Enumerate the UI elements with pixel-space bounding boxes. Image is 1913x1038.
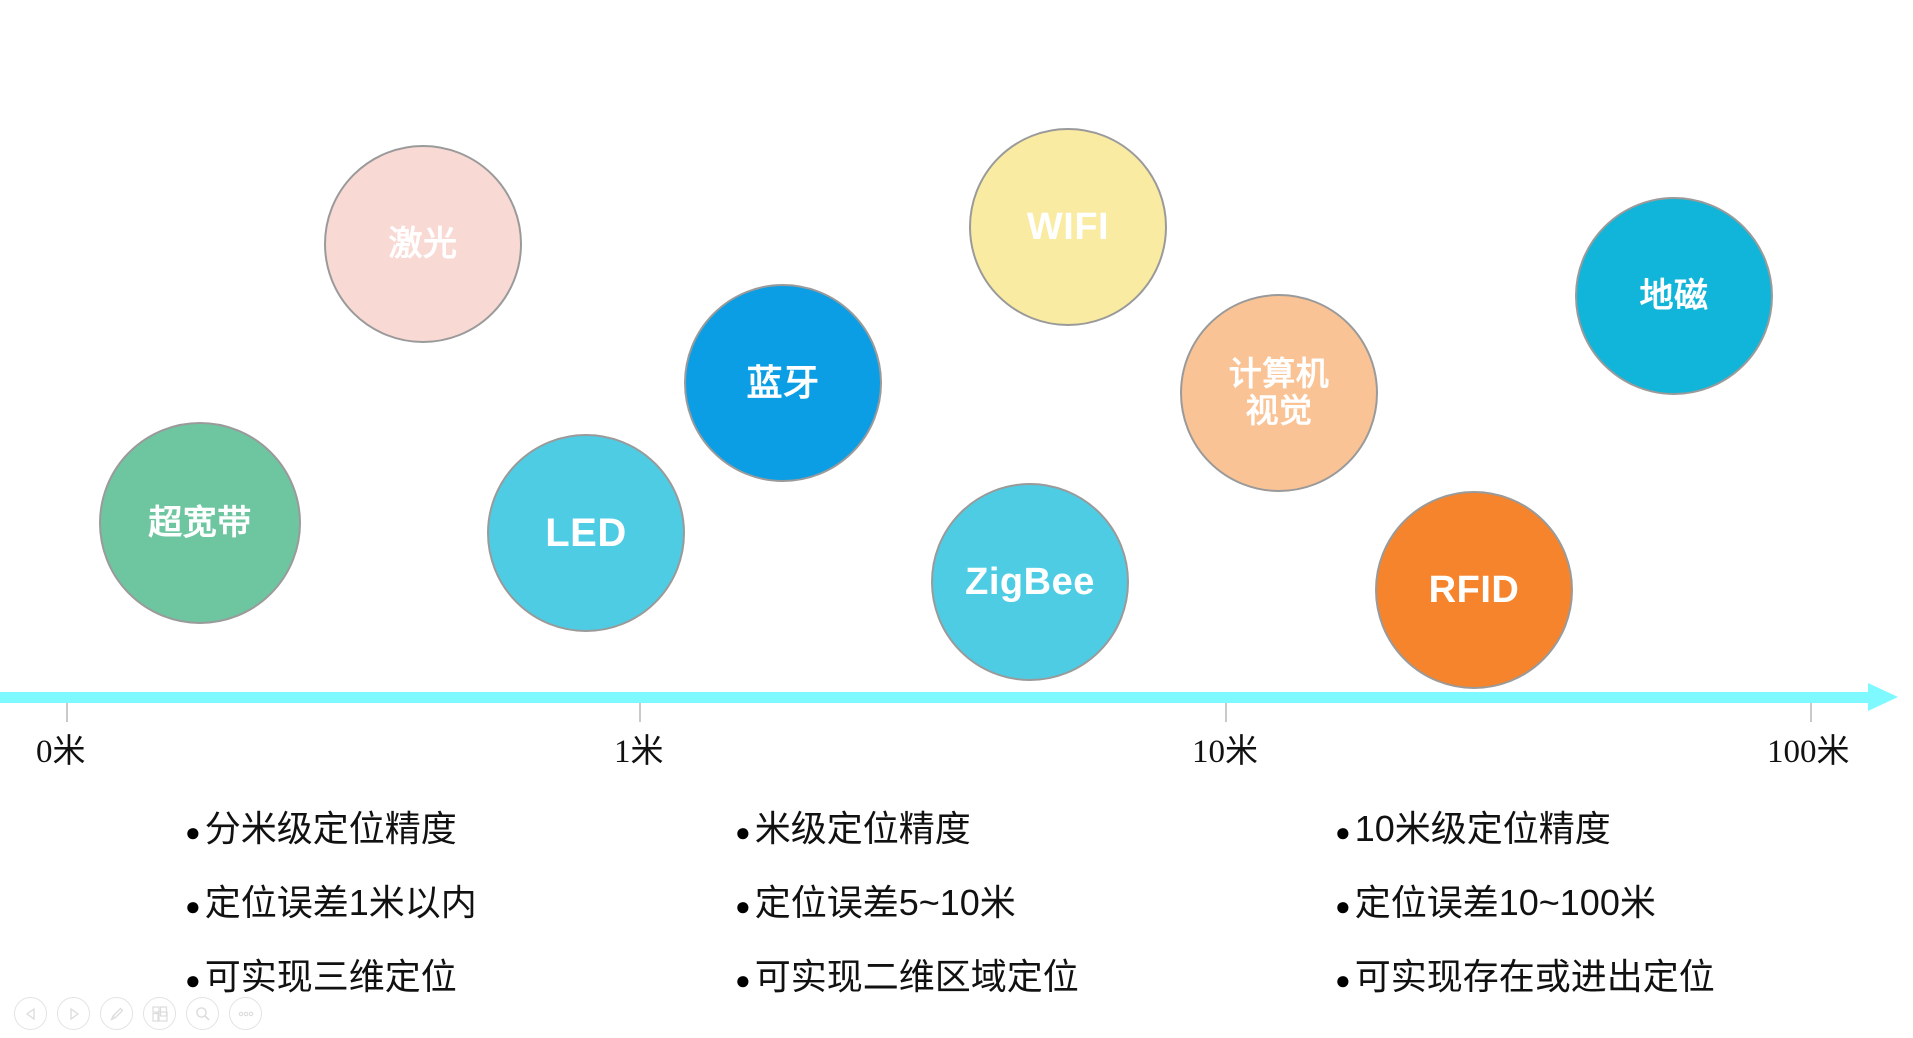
bullet-text: 可实现存在或进出定位 [1354,956,1715,997]
bubble-label: LED [545,510,627,555]
previous-slide-button[interactable] [14,997,47,1030]
bubble-5: WIFI [969,128,1167,326]
axis-tick-label: 0米 [36,734,86,770]
bubble-label: 地磁 [1639,276,1709,315]
bullet-dot-icon: ● [185,965,201,995]
next-slide-icon [67,1007,81,1021]
bullet-dot-icon: ● [735,965,751,995]
previous-slide-icon [24,1007,38,1021]
bullet-dot-icon: ● [1335,817,1351,847]
bubble-label: WIFI [1026,205,1110,248]
bullet-item: ●定位误差10~100米 [1335,874,1715,926]
bullet-item: ●米级定位精度 [735,800,1079,852]
bullet-item: ●分米级定位精度 [185,800,477,852]
bullet-dot-icon: ● [735,891,751,921]
bullet-text: 可实现三维定位 [204,956,457,997]
bubble-3: LED [487,434,685,632]
bullet-dot-icon: ● [185,817,201,847]
bubble-9: 地磁 [1575,197,1773,395]
axis-tick-mark [639,703,641,722]
slides-grid-button[interactable] [143,997,176,1030]
axis-arrow-head [1868,683,1898,711]
bullet-text: 定位误差1米以内 [204,882,477,923]
bubble-8: RFID [1375,491,1573,689]
bullet-item: ●可实现三维定位 [185,948,477,1000]
pen-button[interactable] [100,997,133,1030]
axis-tick-label: 10米 [1192,734,1258,770]
bullet-text: 定位误差5~10米 [754,882,1016,923]
bullet-dot-icon: ● [735,817,751,847]
bullet-text: 10米级定位精度 [1354,808,1611,849]
axis-tick-mark [66,703,68,722]
bullet-text: 可实现二维区域定位 [754,956,1079,997]
bullet-item: ●定位误差5~10米 [735,874,1079,926]
more-options-button[interactable] [229,997,262,1030]
axis-line [0,692,1875,703]
axis-tick-mark [1225,703,1227,722]
bubble-label: 激光 [388,224,458,263]
next-slide-button[interactable] [57,997,90,1030]
bullet-text: 分米级定位精度 [204,808,457,849]
axis-tick-mark [1810,703,1812,722]
pen-icon [108,1005,126,1023]
presentation-toolbar[interactable] [14,997,262,1030]
bullet-column-3: ●10米级定位精度●定位误差10~100米●可实现存在或进出定位 [1335,800,1715,1022]
bullet-item: ●定位误差1米以内 [185,874,477,926]
axis-tick-label: 1米 [614,734,664,770]
bullet-item: ●10米级定位精度 [1335,800,1715,852]
bullet-dot-icon: ● [185,891,201,921]
bullet-text: 米级定位精度 [754,808,971,849]
slides-grid-icon [151,1005,169,1023]
bullet-item: ●可实现存在或进出定位 [1335,948,1715,1000]
bubble-label: 计算机 视觉 [1228,355,1330,429]
magnifier-icon [194,1005,212,1023]
axis-tick-label: 100米 [1767,734,1850,770]
bullet-dot-icon: ● [1335,891,1351,921]
bubble-label: 超宽带 [148,503,252,542]
bullet-item: ●可实现二维区域定位 [735,948,1079,1000]
bubble-6: ZigBee [931,483,1129,681]
bubble-4: 蓝牙 [684,284,882,482]
bubble-label: RFID [1428,568,1520,611]
bubble-1: 超宽带 [99,422,301,624]
more-options-icon [236,1010,256,1018]
bubble-2: 激光 [324,145,522,343]
bubble-7: 计算机 视觉 [1180,294,1378,492]
magnifier-button[interactable] [186,997,219,1030]
bullet-dot-icon: ● [1335,965,1351,995]
bullet-text: 定位误差10~100米 [1354,882,1656,923]
bubble-label: ZigBee [965,560,1095,603]
bubble-label: 蓝牙 [746,361,820,403]
bullet-column-2: ●米级定位精度●定位误差5~10米●可实现二维区域定位 [735,800,1079,1022]
bullet-column-1: ●分米级定位精度●定位误差1米以内●可实现三维定位 [185,800,477,1022]
